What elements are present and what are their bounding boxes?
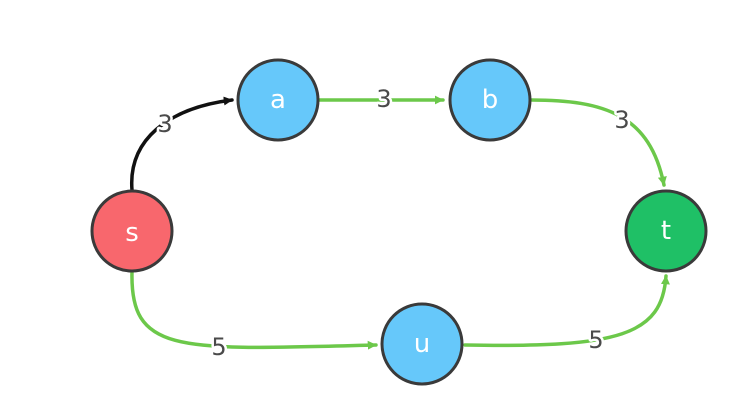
node-a[interactable]: a: [236, 58, 320, 142]
node-label-a: a: [270, 85, 286, 115]
node-b[interactable]: b: [448, 58, 532, 142]
edge-labels: 3 3 3 5 5: [155, 83, 632, 364]
edge-s-to-u: [130, 270, 378, 350]
edge-label-s-a: 3: [157, 110, 172, 138]
nodes: s a b t u: [90, 58, 708, 386]
node-label-b: b: [482, 85, 499, 115]
node-t[interactable]: t: [624, 189, 708, 273]
edges: [130, 95, 670, 350]
edge-label-s-u: 5: [211, 333, 226, 361]
node-label-u: u: [414, 329, 430, 359]
edge-label-a-b: 3: [376, 85, 391, 113]
edge-s-to-a: [130, 96, 234, 192]
node-u[interactable]: u: [380, 302, 464, 386]
edge-label-u-t: 5: [588, 326, 603, 354]
edge-label-b-t: 3: [614, 106, 629, 134]
edge-u-to-t: [463, 274, 670, 348]
node-label-s: s: [125, 218, 139, 248]
node-label-t: t: [661, 216, 671, 246]
node-s[interactable]: s: [90, 189, 174, 273]
edge-b-to-t: [529, 98, 667, 187]
